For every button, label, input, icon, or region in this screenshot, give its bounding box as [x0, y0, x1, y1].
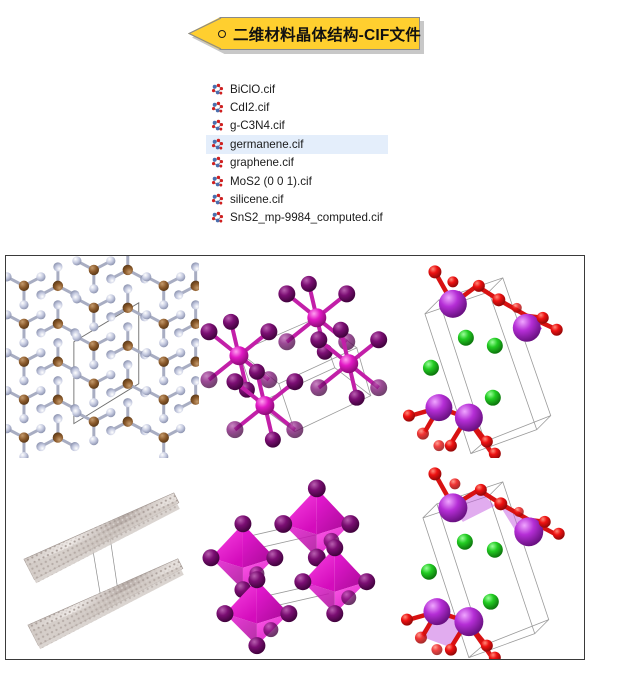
list-item[interactable]: graphene.cif — [206, 154, 436, 172]
structure-gc3n4-ball-stick — [6, 256, 199, 458]
list-item[interactable]: g-C3N4.cif — [206, 117, 436, 135]
molecule-file-icon — [211, 193, 224, 205]
file-name: germanene.cif — [230, 137, 304, 151]
list-item[interactable]: SnS2_mp-9984_computed.cif — [206, 209, 436, 227]
file-name: g-C3N4.cif — [230, 119, 285, 133]
circle-bullet-icon — [218, 29, 226, 38]
structure-cdi2-ball-stick — [198, 256, 392, 458]
file-name: BiClO.cif — [230, 82, 276, 96]
structure-biclo-polyhedra — [391, 457, 584, 659]
list-item[interactable]: CdI2.cif — [206, 98, 436, 116]
molecule-file-icon — [211, 138, 224, 150]
structure-biclo-ball-stick — [391, 256, 584, 458]
list-item[interactable]: BiClO.cif — [206, 80, 436, 98]
list-item[interactable]: MoS2 (0 0 1).cif — [206, 172, 436, 190]
structure-cdi2-polyhedra — [198, 457, 392, 659]
file-name: silicene.cif — [230, 193, 284, 207]
file-name: MoS2 (0 0 1).cif — [230, 174, 312, 188]
molecule-file-icon — [211, 175, 224, 187]
file-name: graphene.cif — [230, 156, 294, 170]
file-name: SnS2_mp-9984_computed.cif — [230, 211, 383, 225]
list-item[interactable]: silicene.cif — [206, 190, 436, 208]
list-item-selected[interactable]: germanene.cif — [206, 135, 388, 154]
molecule-file-icon — [211, 212, 224, 223]
structures-image-panel — [5, 255, 585, 660]
title-banner: 二维材料晶体结构-CIF文件 — [188, 17, 424, 54]
molecule-file-icon — [211, 156, 224, 168]
chlorine-atom — [458, 329, 475, 346]
molecule-file-icon — [211, 83, 224, 95]
molecule-file-icon — [211, 120, 224, 131]
file-name: CdI2.cif — [230, 101, 270, 115]
molecule-file-icon — [211, 101, 224, 113]
page-title: 二维材料晶体结构-CIF文件 — [233, 26, 421, 44]
cif-file-list[interactable]: BiClO.cif CdI2.cif — [206, 80, 436, 227]
structure-layered-sheets — [6, 457, 199, 659]
